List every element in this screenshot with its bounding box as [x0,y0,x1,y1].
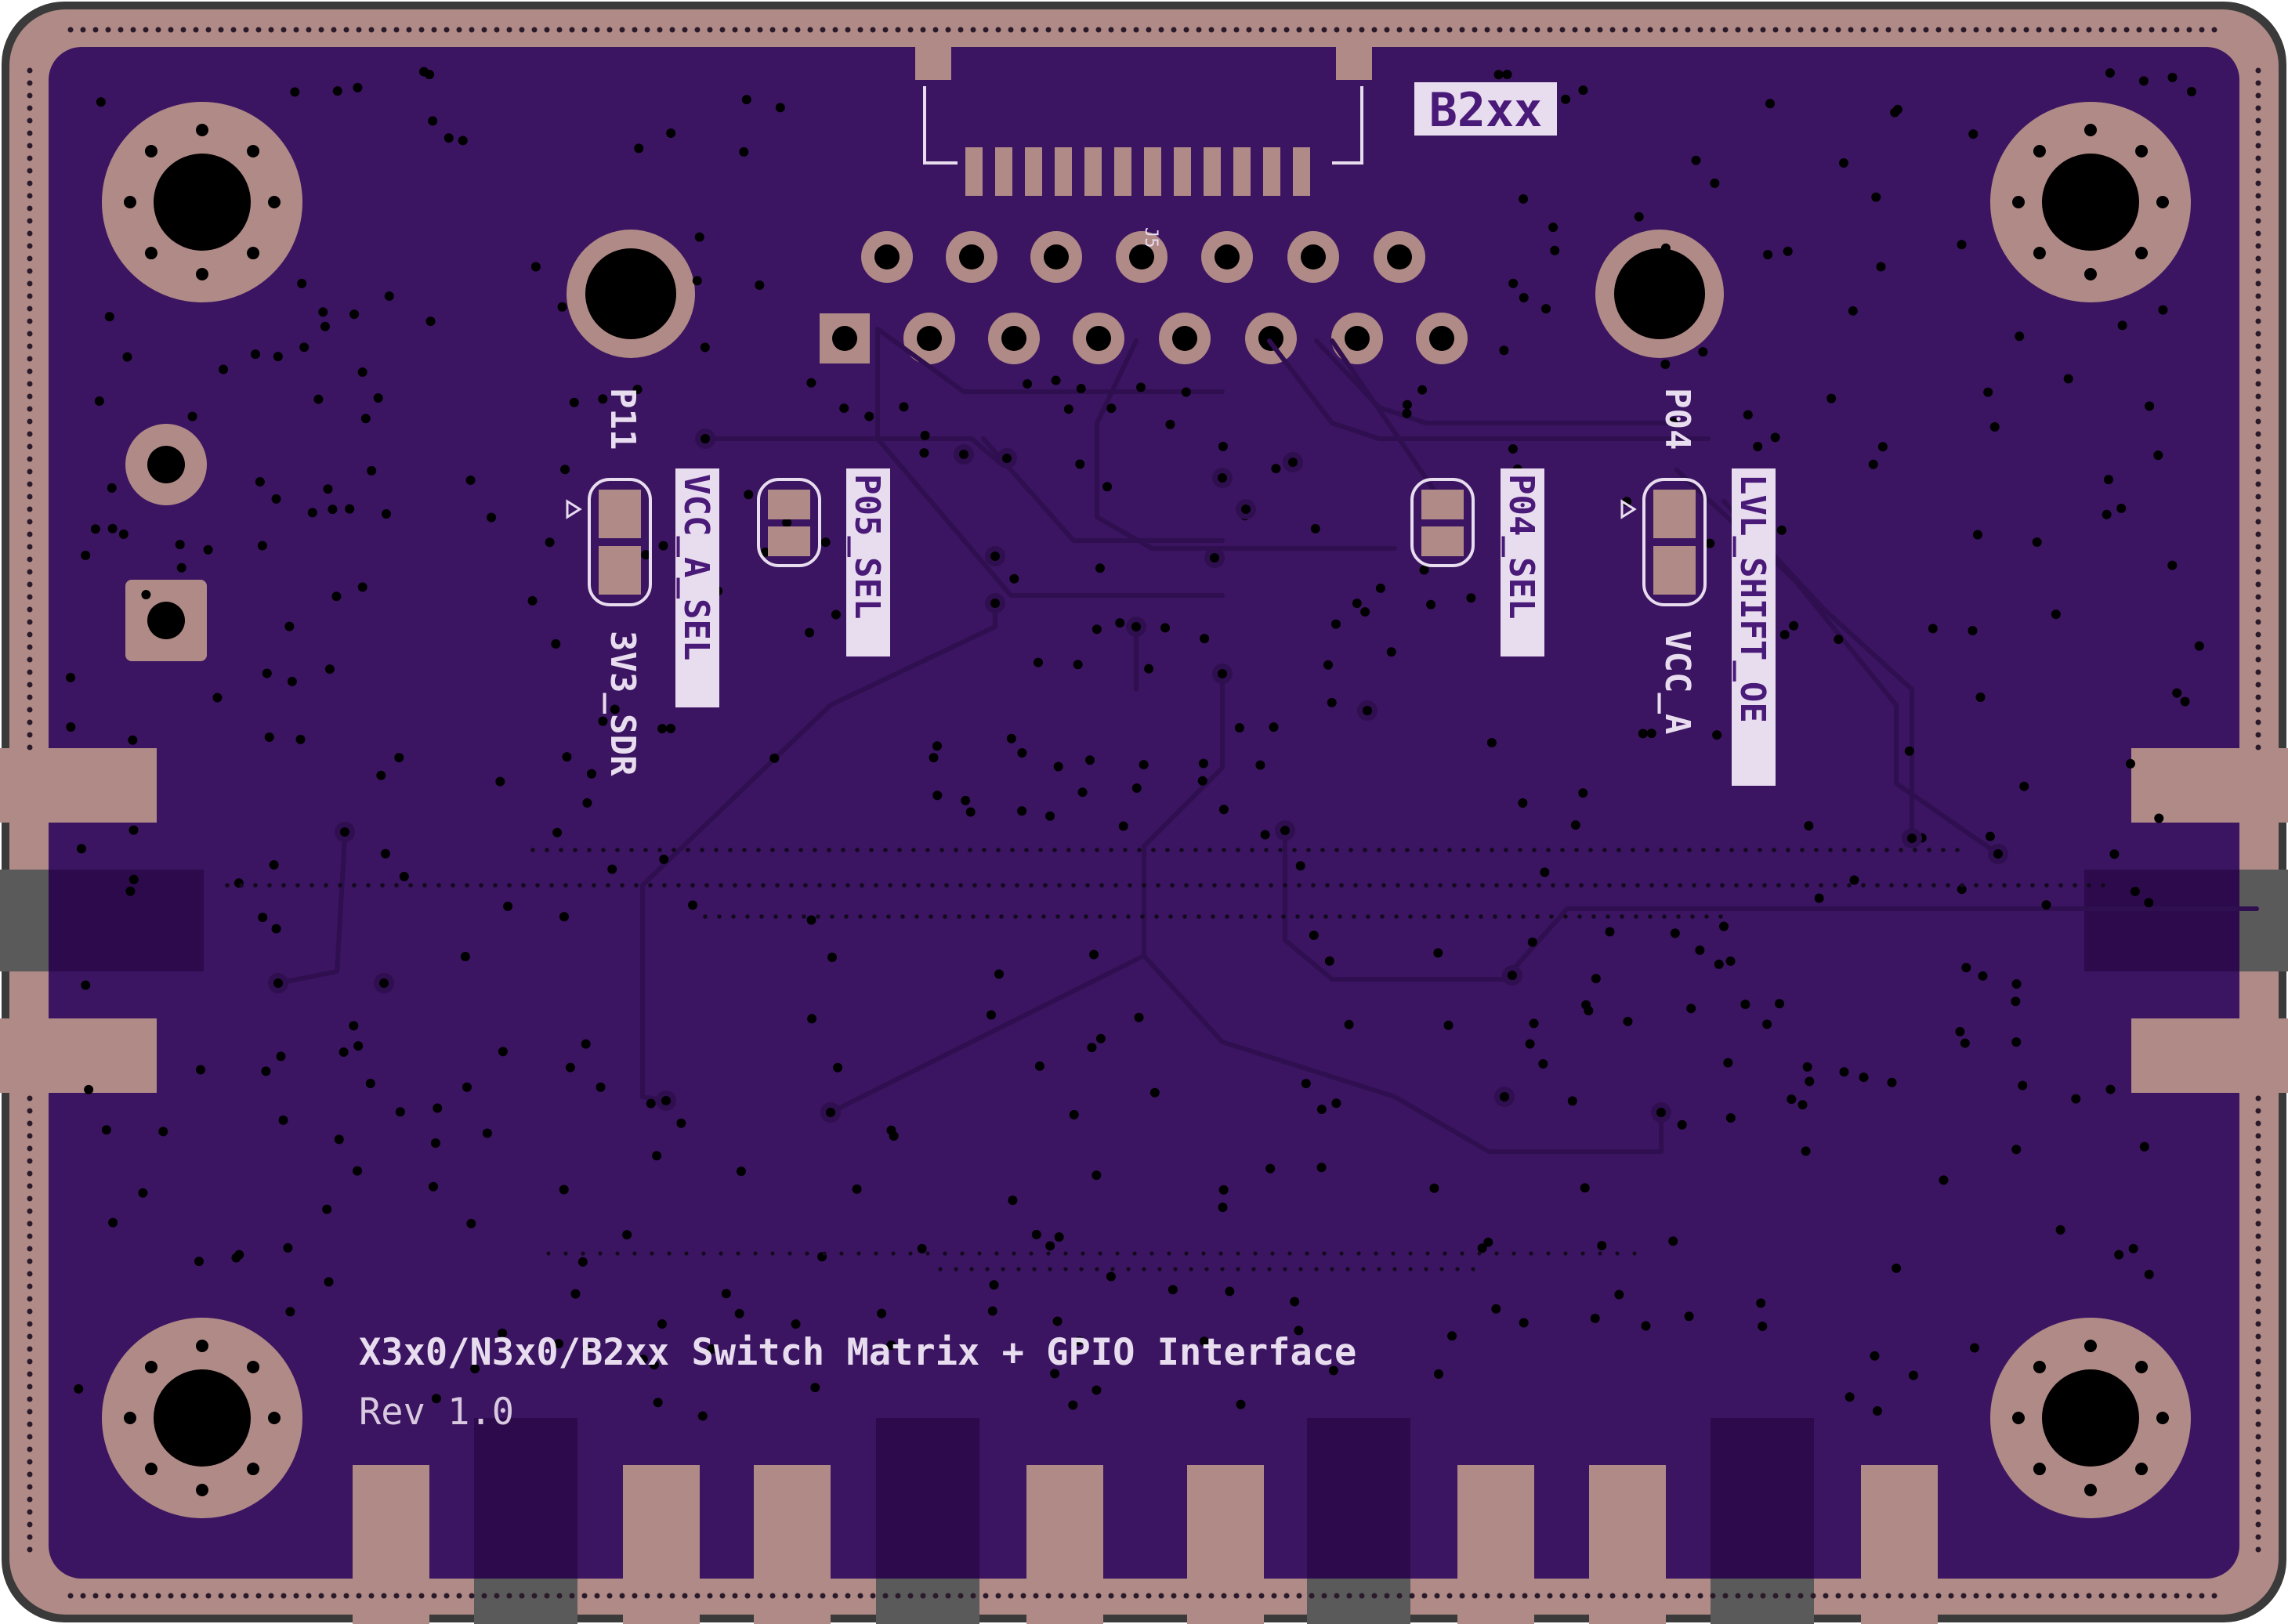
jumper-p11 [566,478,652,606]
jumper-p04-sel [1410,478,1475,567]
label-3v3-sdr: 3V3_SDR [603,631,643,776]
left-edge-darkpad [49,870,204,971]
label-vcc-a-sel: VCC_A_SEL [676,474,716,660]
right-edge-darkpad [2084,870,2239,971]
j5-connector [820,47,1468,364]
solder-mask [49,47,2239,1579]
label-p04-sel: P04_SEL [1501,474,1541,619]
bottom-edge-pads [353,1418,1938,1624]
label-p11: P11 [603,388,643,450]
right-edge-pad-top [2131,748,2288,823]
label-lvl-shift-oe: LVL_SHIFT_OE [1732,474,1772,723]
label-p05-sel-bg [846,468,890,656]
j5-ref: J5 [1141,227,1160,248]
b2xx-badge-bg [1414,82,1557,136]
board-revision: Rev 1.0 [359,1391,514,1434]
connector-mount-hole-left [567,230,695,358]
right-grey-band [2239,870,2288,971]
board-dot-rows [225,848,2105,1271]
jumper-p05 [757,478,821,567]
connector-mount-hole-right [1595,230,1724,358]
b2xx-badge: B2xx [1429,83,1543,138]
right-edge-pad-bottom [2131,1018,2288,1093]
label-vcc-a: VCC_A [1657,631,1697,734]
label-p04-sel-bg [1501,468,1544,656]
board-vias [66,67,2204,1421]
label-p05-sel: P05_SEL [847,474,887,619]
left-edge-pad-bottom [0,1018,157,1093]
jumper-p04 [1620,478,1707,606]
label-vcc-a-sel-bg [675,468,719,707]
label-p04: P04 [1657,388,1697,450]
board-title: X3x0/N3x0/B2xx Switch Matrix + GPIO Inte… [359,1331,1356,1374]
mounting-hole-vias [124,124,2169,1496]
trace-vias [268,429,2008,1123]
left-edge-pad-top [0,748,157,823]
edge-stitch-dots [27,27,2261,1599]
label-lvl-shift-oe-bg [1732,468,1776,786]
left-grey-band [0,870,49,971]
